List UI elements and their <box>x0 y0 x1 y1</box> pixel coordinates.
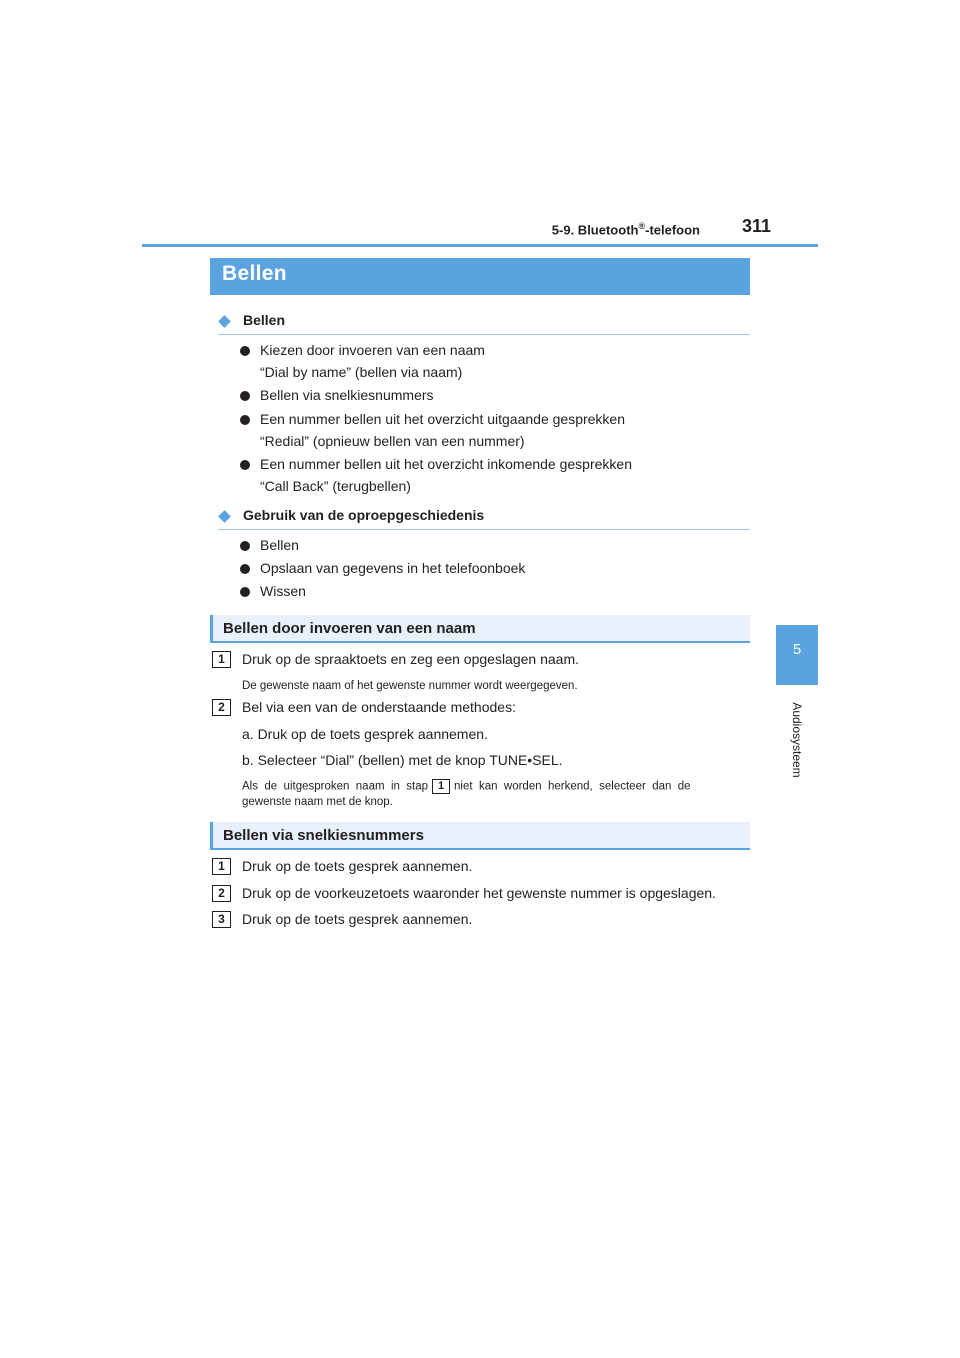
step-number: 1 <box>212 858 231 875</box>
chapter-tab: 5 <box>776 625 818 685</box>
bullet-icon <box>240 564 250 574</box>
step-text: Bel via een van de onderstaande methodes… <box>242 699 516 715</box>
subsection-bar-snelkies: Bellen via snelkiesnummers <box>210 822 750 850</box>
step-note-line2: gewenste naam met de knop. <box>242 796 393 808</box>
section-title-band: Bellen <box>210 258 750 295</box>
step-text: Druk op de spraaktoets en zeg een opgesl… <box>242 651 580 667</box>
step-text: Druk op de voorkeuzetoets waaronder het … <box>242 885 716 901</box>
step-number: 3 <box>212 911 231 928</box>
step-number: 2 <box>212 699 231 716</box>
step-number: 1 <box>212 651 231 668</box>
step-note: De gewenste naam of het gewenste nummer … <box>242 680 578 692</box>
diamond-icon <box>218 510 231 523</box>
step-text: Druk op de toets gesprek aannemen. <box>242 858 473 874</box>
subsection-bar-bellen-naam: Bellen door invoeren van een naam <box>210 615 750 643</box>
step-number: 2 <box>212 885 231 902</box>
bullet-icon <box>240 391 250 401</box>
page-title: Bellen <box>222 262 287 285</box>
chapter-label: Audiosysteem <box>790 702 804 778</box>
subheading-bellen: Bellen <box>218 312 750 335</box>
header-rule <box>142 244 818 247</box>
bullet-icon <box>240 415 250 425</box>
page-number: 311 <box>742 216 772 236</box>
step-ref-badge: 1 <box>432 779 451 794</box>
step-text: Druk op de toets gesprek aannemen. <box>242 911 473 927</box>
bullet-icon <box>240 587 250 597</box>
bullet-icon <box>240 460 250 470</box>
bullet-icon <box>240 346 250 356</box>
step-option-b: b. Selecteer “Dial” (bellen) met de knop… <box>242 752 563 768</box>
running-header: 5-9. Bluetooth®-telefoon <box>551 221 700 238</box>
subheading-oproepgeschiedenis: Gebruik van de oproepgeschiedenis <box>218 507 750 530</box>
bullet-icon <box>240 541 250 551</box>
step-option-a: a. Druk op de toets gesprek aannemen. <box>242 726 488 742</box>
diamond-icon <box>218 315 231 328</box>
